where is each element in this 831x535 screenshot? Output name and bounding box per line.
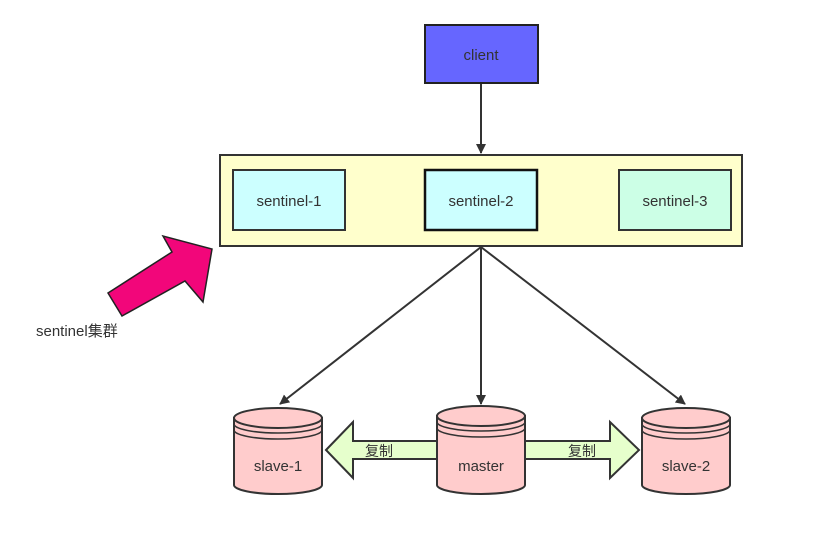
slave-2-cylinder-body — [641, 417, 731, 495]
slave-2-ring — [641, 423, 731, 434]
slave-2-ring — [641, 429, 731, 440]
replication-right-arrow — [524, 419, 641, 481]
cluster-pointer-arrow-shape — [106, 234, 213, 318]
slave-1-ring — [233, 423, 323, 434]
slave-1-database: slave-1 — [233, 407, 323, 495]
sentinel-3-box — [618, 169, 732, 231]
sentinel-3-label: sentinel-3 — [642, 193, 707, 210]
master-ring — [436, 427, 526, 438]
replication-right: 复制 — [524, 419, 641, 481]
replication-left: 复制 — [324, 419, 438, 481]
replication-left-label: 复制 — [365, 443, 393, 459]
cluster-to-slave2-arrow — [480, 246, 686, 405]
sentinel-1-box — [232, 169, 346, 231]
replication-right-label: 复制 — [568, 443, 596, 459]
client-box — [424, 24, 539, 84]
slave-1-label: slave-1 — [254, 458, 302, 475]
cluster-to-slave1-arrow — [279, 246, 482, 405]
sentinel-cluster: sentinel-1 sentinel-2 sentinel-3 — [219, 154, 743, 247]
sentinel-2-box — [423, 168, 539, 232]
master-database: master — [436, 405, 526, 495]
sentinel-2-label: sentinel-2 — [448, 193, 513, 210]
slave-1-cylinder-top — [233, 407, 323, 429]
slave-1-cylinder-body — [233, 417, 323, 495]
master-cylinder-top — [436, 405, 526, 427]
sentinel-cluster-caption: sentinel集群 — [36, 323, 118, 340]
slave-2-database: slave-2 — [641, 407, 731, 495]
slave-1-ring — [233, 429, 323, 440]
master-ring — [436, 421, 526, 432]
client-node: client — [424, 24, 539, 84]
sentinel-1-label: sentinel-1 — [256, 193, 321, 210]
slave-2-label: slave-2 — [662, 458, 710, 475]
master-label: master — [458, 458, 504, 475]
slave-2-cylinder-top — [641, 407, 731, 429]
client-label: client — [463, 47, 499, 64]
